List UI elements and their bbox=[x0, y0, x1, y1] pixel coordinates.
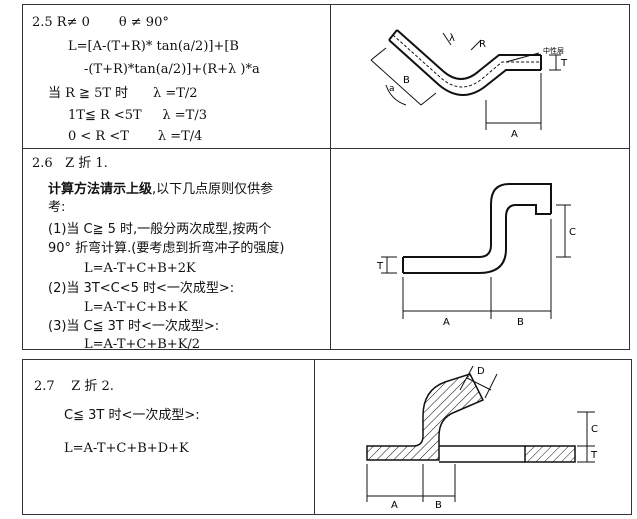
section-2-6-diagram-cell bbox=[330, 148, 630, 350]
bend-diagram-big-a-label: A bbox=[511, 129, 518, 140]
section-2-5-rule2: 1T≦ R <5T λ =T/3 bbox=[68, 108, 207, 123]
z1-diagram-a-label: A bbox=[443, 317, 450, 328]
bend-diagram-b-label: B bbox=[403, 75, 410, 86]
section-2-5-formula-line1: L=[A-(T+R)* tan(a/2)]+[B bbox=[68, 39, 239, 54]
z1-diagram-b-label: B bbox=[517, 317, 524, 328]
z2-diagram-d-label: D bbox=[477, 366, 485, 377]
bend-radius-diagram: λ R 中性层 B a A T bbox=[370, 29, 568, 140]
section-2-7-diagram-cell bbox=[314, 359, 632, 515]
section-2-5-rule3: 0 < R <T λ =T/4 bbox=[68, 129, 203, 144]
section-2-6-case1-formula: L=A-T+C+B+2K bbox=[84, 261, 196, 276]
section-2-6-case1-line2: 90° 折弯计算.(要考虑到折弯冲子的强度) bbox=[48, 241, 285, 256]
z2-diagram-t-label: T bbox=[590, 450, 598, 461]
section-2-7-formula: L=A-T+C+B+D+K bbox=[64, 441, 189, 456]
section-2-7-condition: C≦ 3T 时<一次成型>: bbox=[64, 408, 200, 423]
z1-diagram-t-label: T bbox=[376, 261, 384, 272]
section-2-6-case3-line1: (3)当 C≦ 3T 时<一次成型>: bbox=[48, 319, 220, 334]
section-2-6-case2-formula: L=A-T+C+B+K bbox=[84, 300, 188, 315]
section-2-5-heading: 2.5 R≠ 0 θ ≠ 90° bbox=[32, 15, 169, 30]
bend-diagram-t-label: T bbox=[560, 58, 568, 69]
section-2-6-case3-formula: L=A-T+C+B+K/2 bbox=[84, 337, 201, 352]
bend-diagram-a-label: a bbox=[389, 84, 395, 94]
bend-diagram-lambda-label: λ bbox=[449, 33, 455, 44]
section-2-6-intro-bold: 计算方法请示上级 bbox=[48, 182, 153, 197]
section-2-7-heading: 2.7 Z 折 2. bbox=[34, 379, 114, 394]
section-2-6-case1-line1: (1)当 C≧ 5 时,一般分两次成型,按两个 bbox=[48, 222, 272, 237]
z-bend-1-diagram: C T A B bbox=[376, 183, 576, 328]
section-2-6-intro: 计算方法请示上级,以下几点原则仅供参 bbox=[48, 181, 273, 198]
z2-diagram-a-label: A bbox=[391, 500, 398, 511]
z2-diagram-c-label: C bbox=[591, 424, 598, 435]
section-2-5-rule1: 当 R ≧ 5T 时 λ =T/2 bbox=[48, 86, 198, 101]
section-2-6-case2-line1: (2)当 3T<C<5 时<一次成型>: bbox=[48, 281, 235, 296]
z-bend-2-diagram: D C T A B bbox=[366, 365, 598, 511]
z2-diagram-b-label: B bbox=[435, 500, 442, 511]
section-2-5-formula-line2: -(T+R)*tan(a/2)]+(R+λ )*a bbox=[84, 62, 260, 77]
bend-diagram-neutral-layer-label: 中性层 bbox=[543, 46, 564, 55]
section-2-6-intro-rest: ,以下几点原则仅供参 bbox=[152, 182, 274, 197]
z1-diagram-c-label: C bbox=[569, 227, 576, 238]
section-2-6-heading: 2.6 Z 折 1. bbox=[32, 156, 108, 171]
section-2-6-intro-line2: 考: bbox=[48, 200, 66, 215]
bend-diagram-r-label: R bbox=[479, 39, 486, 50]
